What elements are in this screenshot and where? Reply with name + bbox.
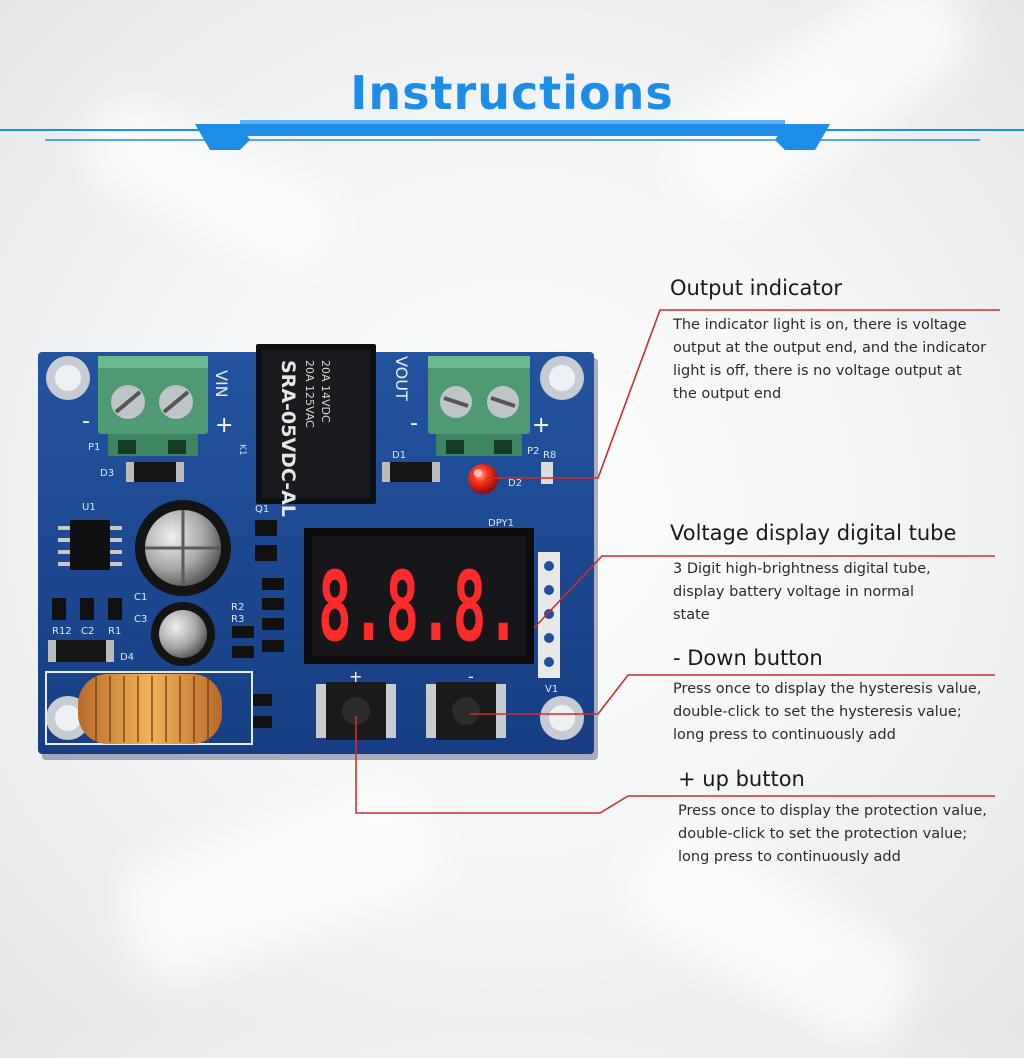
chip-u1 xyxy=(58,520,122,570)
desc-line: output at the output end, and the indica… xyxy=(673,340,987,356)
diode-d3 xyxy=(126,462,184,482)
desc-line: 3 Digit high-brightness digital tube, xyxy=(673,561,931,577)
label-input-minus: - xyxy=(82,409,90,434)
label-vout: VOUT xyxy=(392,356,411,401)
capacitor-c1 xyxy=(135,500,231,596)
label-c1: C1 xyxy=(134,592,147,603)
inductor-coil xyxy=(45,671,253,745)
output-indicator-led xyxy=(468,464,498,494)
callout-desc-up-button: Press once to display the protection val… xyxy=(678,800,1013,869)
desc-line: state xyxy=(673,607,710,623)
label-output-minus: - xyxy=(410,411,418,436)
relay-model: SRA-05VDC-AL xyxy=(277,360,299,517)
title-divider xyxy=(0,120,1024,150)
label-button-plus: + xyxy=(349,667,362,686)
label-d2: D2 xyxy=(508,478,522,489)
callout-desc-display: 3 Digit high-brightness digital tube, di… xyxy=(673,558,1008,627)
desc-line: long press to continuously add xyxy=(673,727,896,743)
label-d3: D3 xyxy=(100,468,114,479)
label-c3: C3 xyxy=(134,614,147,625)
callout-title-display: Voltage display digital tube xyxy=(670,521,957,545)
header-pins xyxy=(538,552,560,678)
callout-title-output-indicator: Output indicator xyxy=(670,276,843,300)
label-p2: P2 xyxy=(527,446,539,457)
label-r2: R2 xyxy=(231,602,244,613)
digital-tube-display xyxy=(304,528,534,664)
label-p1: P1 xyxy=(88,442,100,453)
label-d4: D4 xyxy=(120,652,134,663)
down-button[interactable] xyxy=(426,682,506,740)
desc-line: Press once to display the hysteresis val… xyxy=(673,681,982,697)
relay xyxy=(256,344,376,504)
label-u1: U1 xyxy=(82,502,96,513)
desc-line: double-click to set the hysteresis value… xyxy=(673,704,962,720)
callout-title-down-button: - Down button xyxy=(673,646,823,670)
callout-desc-down-button: Press once to display the hysteresis val… xyxy=(673,678,1008,747)
callout-desc-output-indicator: The indicator light is on, there is volt… xyxy=(673,314,1008,406)
label-q1: Q1 xyxy=(255,504,269,515)
label-r8: R8 xyxy=(543,450,556,461)
label-c2: C2 xyxy=(81,626,94,637)
label-d1: D1 xyxy=(392,450,406,461)
desc-line: long press to continuously add xyxy=(678,849,901,865)
desc-line: double-click to set the protection value… xyxy=(678,826,968,842)
up-button[interactable] xyxy=(316,682,396,740)
relay-rating-1: 20A 14VDC xyxy=(319,360,332,423)
diode-d4 xyxy=(48,640,114,662)
label-output-plus: + xyxy=(532,413,550,438)
capacitor-c3 xyxy=(151,602,215,666)
digital-tube-digits: 8.8.8. xyxy=(318,551,520,663)
label-r3: R3 xyxy=(231,614,244,625)
page-title: Instructions xyxy=(350,66,674,120)
label-vin: VIN xyxy=(212,370,231,398)
output-terminal-block xyxy=(428,356,530,456)
desc-line: The indicator light is on, there is volt… xyxy=(673,317,967,333)
pcb-board-illustration: 20A 14VDC 20A 125VAC SRA-05VDC-AL K1 VIN… xyxy=(38,344,598,760)
label-v1: V1 xyxy=(545,684,558,695)
label-r1: R1 xyxy=(108,626,121,637)
label-input-plus: + xyxy=(215,413,233,438)
callout-title-up-button: + up button xyxy=(678,767,805,791)
desc-line: Press once to display the protection val… xyxy=(678,803,987,819)
relay-rating-2: 20A 125VAC xyxy=(303,360,316,428)
label-r12: R12 xyxy=(52,626,72,637)
label-dpy1: DPY1 xyxy=(488,518,514,529)
input-terminal-block xyxy=(98,356,208,456)
label-k1: K1 xyxy=(237,444,247,456)
smd-components xyxy=(52,520,284,728)
diode-d1 xyxy=(382,462,440,482)
desc-line: light is off, there is no voltage output… xyxy=(673,363,962,379)
desc-line: display battery voltage in normal xyxy=(673,584,915,600)
desc-line: the output end xyxy=(673,386,782,402)
